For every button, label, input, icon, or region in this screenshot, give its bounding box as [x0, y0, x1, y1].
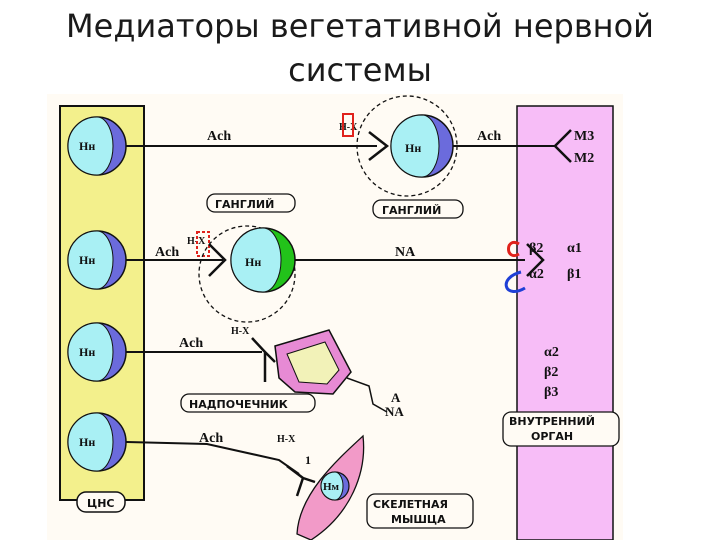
cns-neuron-3-label: Нн	[79, 345, 95, 359]
adrenal-label-box	[180, 393, 316, 413]
para-nicotinic-red-marker	[342, 113, 354, 137]
muscle-input-mediator: Ach	[199, 431, 223, 446]
adrenal-output-na: NA	[385, 404, 404, 419]
symp-preganglionic-mediator: Ach	[155, 245, 179, 260]
symp-ganglion-dashed-circle	[198, 225, 296, 323]
symp-organ-fork	[526, 243, 545, 277]
adrenal-medulla	[286, 341, 340, 385]
organ-extra-alpha2: α2	[544, 345, 559, 360]
para-preganglionic-mediator: Ach	[207, 129, 231, 144]
organ-label-line-1: ВНУТРЕННИЙ	[509, 415, 595, 428]
muscle-receptor-neuron: Нм	[320, 471, 350, 501]
organ-m2-receptor: М2	[574, 151, 594, 166]
muscle-label-line-1: СКЕЛЕТНАЯ	[373, 498, 448, 511]
organ-beta2-receptor: β2	[529, 241, 543, 256]
cns-neuron-2-label: Нн	[79, 253, 95, 267]
para-synapse-fork	[368, 131, 390, 161]
para-ganglion-label: ГАНГЛИЙ	[215, 198, 274, 211]
muscle-label-box	[366, 493, 474, 529]
adrenal-input-mediator: Ach	[179, 336, 203, 351]
title-line-1: Медиаторы вегетативной нервной	[66, 7, 654, 45]
cns-neuron-3: Нн	[67, 322, 127, 382]
para-ganglion-receptor: Нн	[405, 141, 421, 155]
symp-ganglion-receptor: Нн	[245, 255, 261, 269]
adrenal-output-a: A	[391, 390, 401, 405]
cns-neuron-1-label: Нн	[79, 139, 95, 153]
slide-title: Медиаторы вегетативной нервной системы	[0, 4, 720, 92]
organ-alpha1-receptor: α1	[567, 241, 582, 256]
symp-ganglion-neuron: Нн	[230, 227, 296, 293]
cns-neuron-2: Нн	[67, 230, 127, 290]
adrenal-output-axon	[346, 377, 388, 413]
organ-extra-beta3: β3	[544, 385, 558, 400]
muscle-label-line-2: МЫШЦА	[391, 513, 446, 526]
cns-neuron-4: Нн	[67, 412, 127, 472]
symp-postganglionic-mediator: NA	[395, 245, 416, 260]
autonomic-nervous-system-diagram: Нн Нн Нн Нн ЦНС Ach Н-Х Нн Ach М3 М2 ГАН…	[47, 94, 623, 540]
symp-synapse-fork	[208, 243, 227, 277]
organ-extra-beta2: β2	[544, 365, 558, 380]
alpha2-blue-receptor-arrow	[504, 270, 526, 293]
cns-neuron-4-label: Нн	[79, 435, 95, 449]
organ-m3-receptor: М3	[574, 129, 594, 144]
beta2-red-receptor-arrow	[507, 241, 520, 257]
organ-label-line-2: ОРГАН	[531, 430, 573, 443]
muscle-receptor: Нм	[323, 481, 340, 493]
cns-label-box	[76, 491, 126, 513]
para-ganglion-neuron: Нн	[390, 114, 454, 178]
title-line-2: системы	[288, 51, 432, 89]
adrenal-nicotinic-tag: Н-Х	[231, 326, 250, 337]
symp-ganglion-label-box	[372, 199, 464, 219]
para-organ-fork	[553, 129, 572, 163]
symp-ganglion-label: ГАНГЛИЙ	[382, 204, 441, 217]
muscle-tag-suffix: 1	[305, 453, 311, 467]
organ-column	[516, 105, 614, 540]
adrenal-label: НАДПОЧЕЧНИК	[189, 398, 288, 411]
para-nicotinic-tag: Н-Х	[339, 122, 358, 133]
muscle-synapse-fork	[286, 465, 316, 497]
organ-alpha2-receptor: α2	[529, 267, 544, 282]
para-ganglion-label-box	[206, 193, 296, 213]
organ-label-box	[502, 411, 620, 447]
para-postganglionic-mediator: Ach	[477, 129, 501, 144]
muscle-nicotinic-tag: Н-Х	[277, 434, 296, 445]
cns-neuron-1: Нн	[67, 116, 127, 176]
adrenal-synapse-fork	[251, 337, 276, 382]
organ-beta1-receptor: β1	[567, 267, 581, 282]
cns-label: ЦНС	[87, 497, 114, 510]
